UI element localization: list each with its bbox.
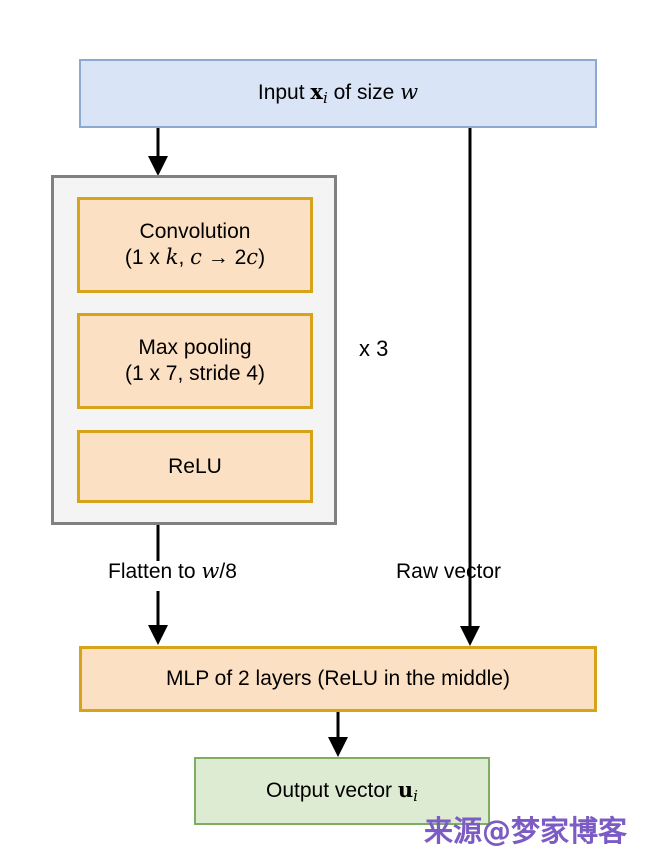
repeat-count-label: x 3 <box>359 336 389 361</box>
arrow-flatten-to-mlp <box>148 591 168 645</box>
relu-line-1: ReLU <box>168 454 222 478</box>
watermark-text: 来源@梦家博客 <box>424 814 628 848</box>
node-input-label: Input xi of size w <box>258 79 418 108</box>
conv-channels-symbol: c <box>190 245 202 269</box>
convolution-line-2: (1 x k, c → 2c) <box>125 245 265 271</box>
input-size-symbol: w <box>400 80 419 105</box>
node-relu: ReLU <box>77 430 313 503</box>
flatten-size-symbol: w <box>201 559 220 583</box>
flatten-prefix-text: Flatten to <box>108 560 202 583</box>
flatten-label: Flatten to w/8 <box>108 559 237 583</box>
output-vector-subscript: i <box>413 786 419 805</box>
arrow-input-to-mlp-raw <box>460 128 480 646</box>
arrow-block-to-flatten-label <box>156 525 160 561</box>
conv-sep-text: , <box>178 246 191 269</box>
maxpool-line-2: (1 x 7, stride 4) <box>124 362 266 385</box>
conv-suffix-text: ) <box>258 246 266 269</box>
input-vector-subscript: i <box>322 89 328 108</box>
conv-arrow-text: → 2 <box>201 246 247 269</box>
node-mlp: MLP of 2 layers (ReLU in the middle) <box>79 646 597 712</box>
arrow-input-to-conv-block <box>148 128 168 176</box>
arrow-mlp-to-output <box>328 712 348 757</box>
input-middle-text: of size <box>327 81 401 105</box>
node-max-pooling: Max pooling (1 x 7, stride 4) <box>77 313 313 409</box>
output-prefix-text: Output vector <box>265 778 398 802</box>
maxpool-line-1: Max pooling <box>138 336 252 360</box>
node-input: Input xi of size w <box>79 59 597 128</box>
node-convolution: Convolution (1 x k, c → 2c) <box>77 197 313 293</box>
conv-kernel-symbol: k <box>165 245 179 269</box>
raw-vector-label: Raw vector <box>396 560 502 583</box>
node-output: Output vector ui <box>194 757 490 825</box>
conv-prefix-text: (1 x <box>124 246 166 269</box>
mlp-line-1: MLP of 2 layers (ReLU in the middle) <box>166 667 510 691</box>
flatten-suffix-text: /8 <box>219 560 237 583</box>
input-prefix-text: Input <box>257 81 311 105</box>
convolution-line-1: Convolution <box>139 220 251 244</box>
conv-channels-out-symbol: c <box>246 245 259 269</box>
input-vector-symbol: x <box>310 79 323 105</box>
node-output-label: Output vector ui <box>266 777 418 806</box>
output-vector-symbol: u <box>397 776 414 802</box>
